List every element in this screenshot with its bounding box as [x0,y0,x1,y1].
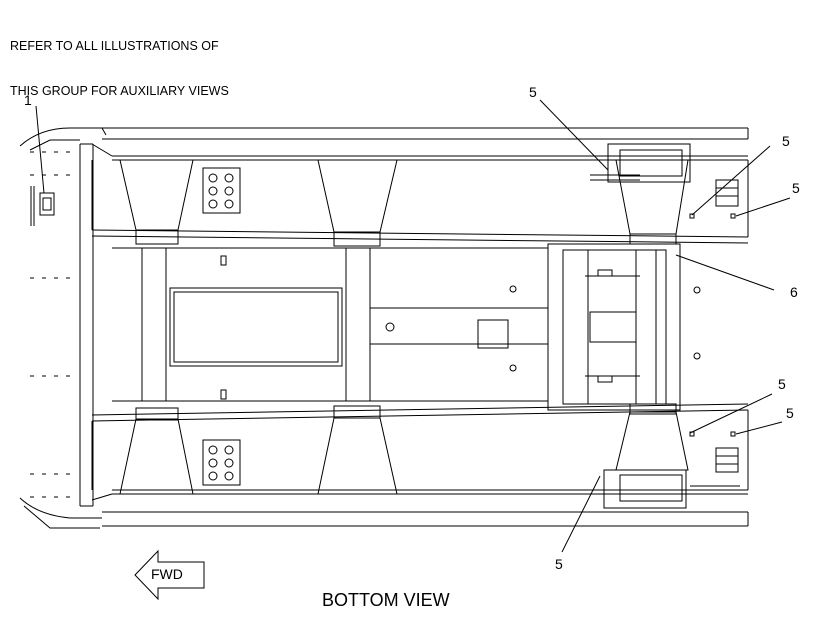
lower-bolt-plate [202,439,241,486]
callout-5-upper-right-b: 5 [792,180,800,196]
part-1-bracket [30,186,55,226]
callout-1: 1 [24,92,32,108]
callout-5-lower-right-b: 5 [786,405,794,421]
reference-note-line-1: REFER TO ALL ILLUSTRATIONS OF [10,39,219,53]
callout-5-lower-mount: 5 [555,556,563,572]
left-arrow-icon [134,549,205,601]
callout-5-upper-mount: 5 [529,84,537,100]
callout-5-lower-right-a: 5 [778,376,786,392]
callout-leaders [35,99,791,553]
front-plate-dashes [30,151,74,498]
callout-5-upper-right-a: 5 [782,133,790,149]
lower-mount-assembly [603,431,740,509]
upper-crossmembers [119,159,689,247]
rear-box [547,243,701,411]
callout-6: 6 [790,284,798,300]
central-bay [141,247,548,402]
frame-outline [19,127,749,529]
view-title: BOTTOM VIEW [322,590,450,610]
upper-mount-assembly [590,143,739,219]
lower-crossmembers [119,403,689,495]
fwd-label: FWD [151,566,183,582]
upper-bolt-plate [202,167,241,214]
reference-note: REFER TO ALL ILLUSTRATIONS OF THIS GROUP… [10,9,229,114]
reference-note-line-2: THIS GROUP FOR AUXILIARY VIEWS [10,84,229,98]
